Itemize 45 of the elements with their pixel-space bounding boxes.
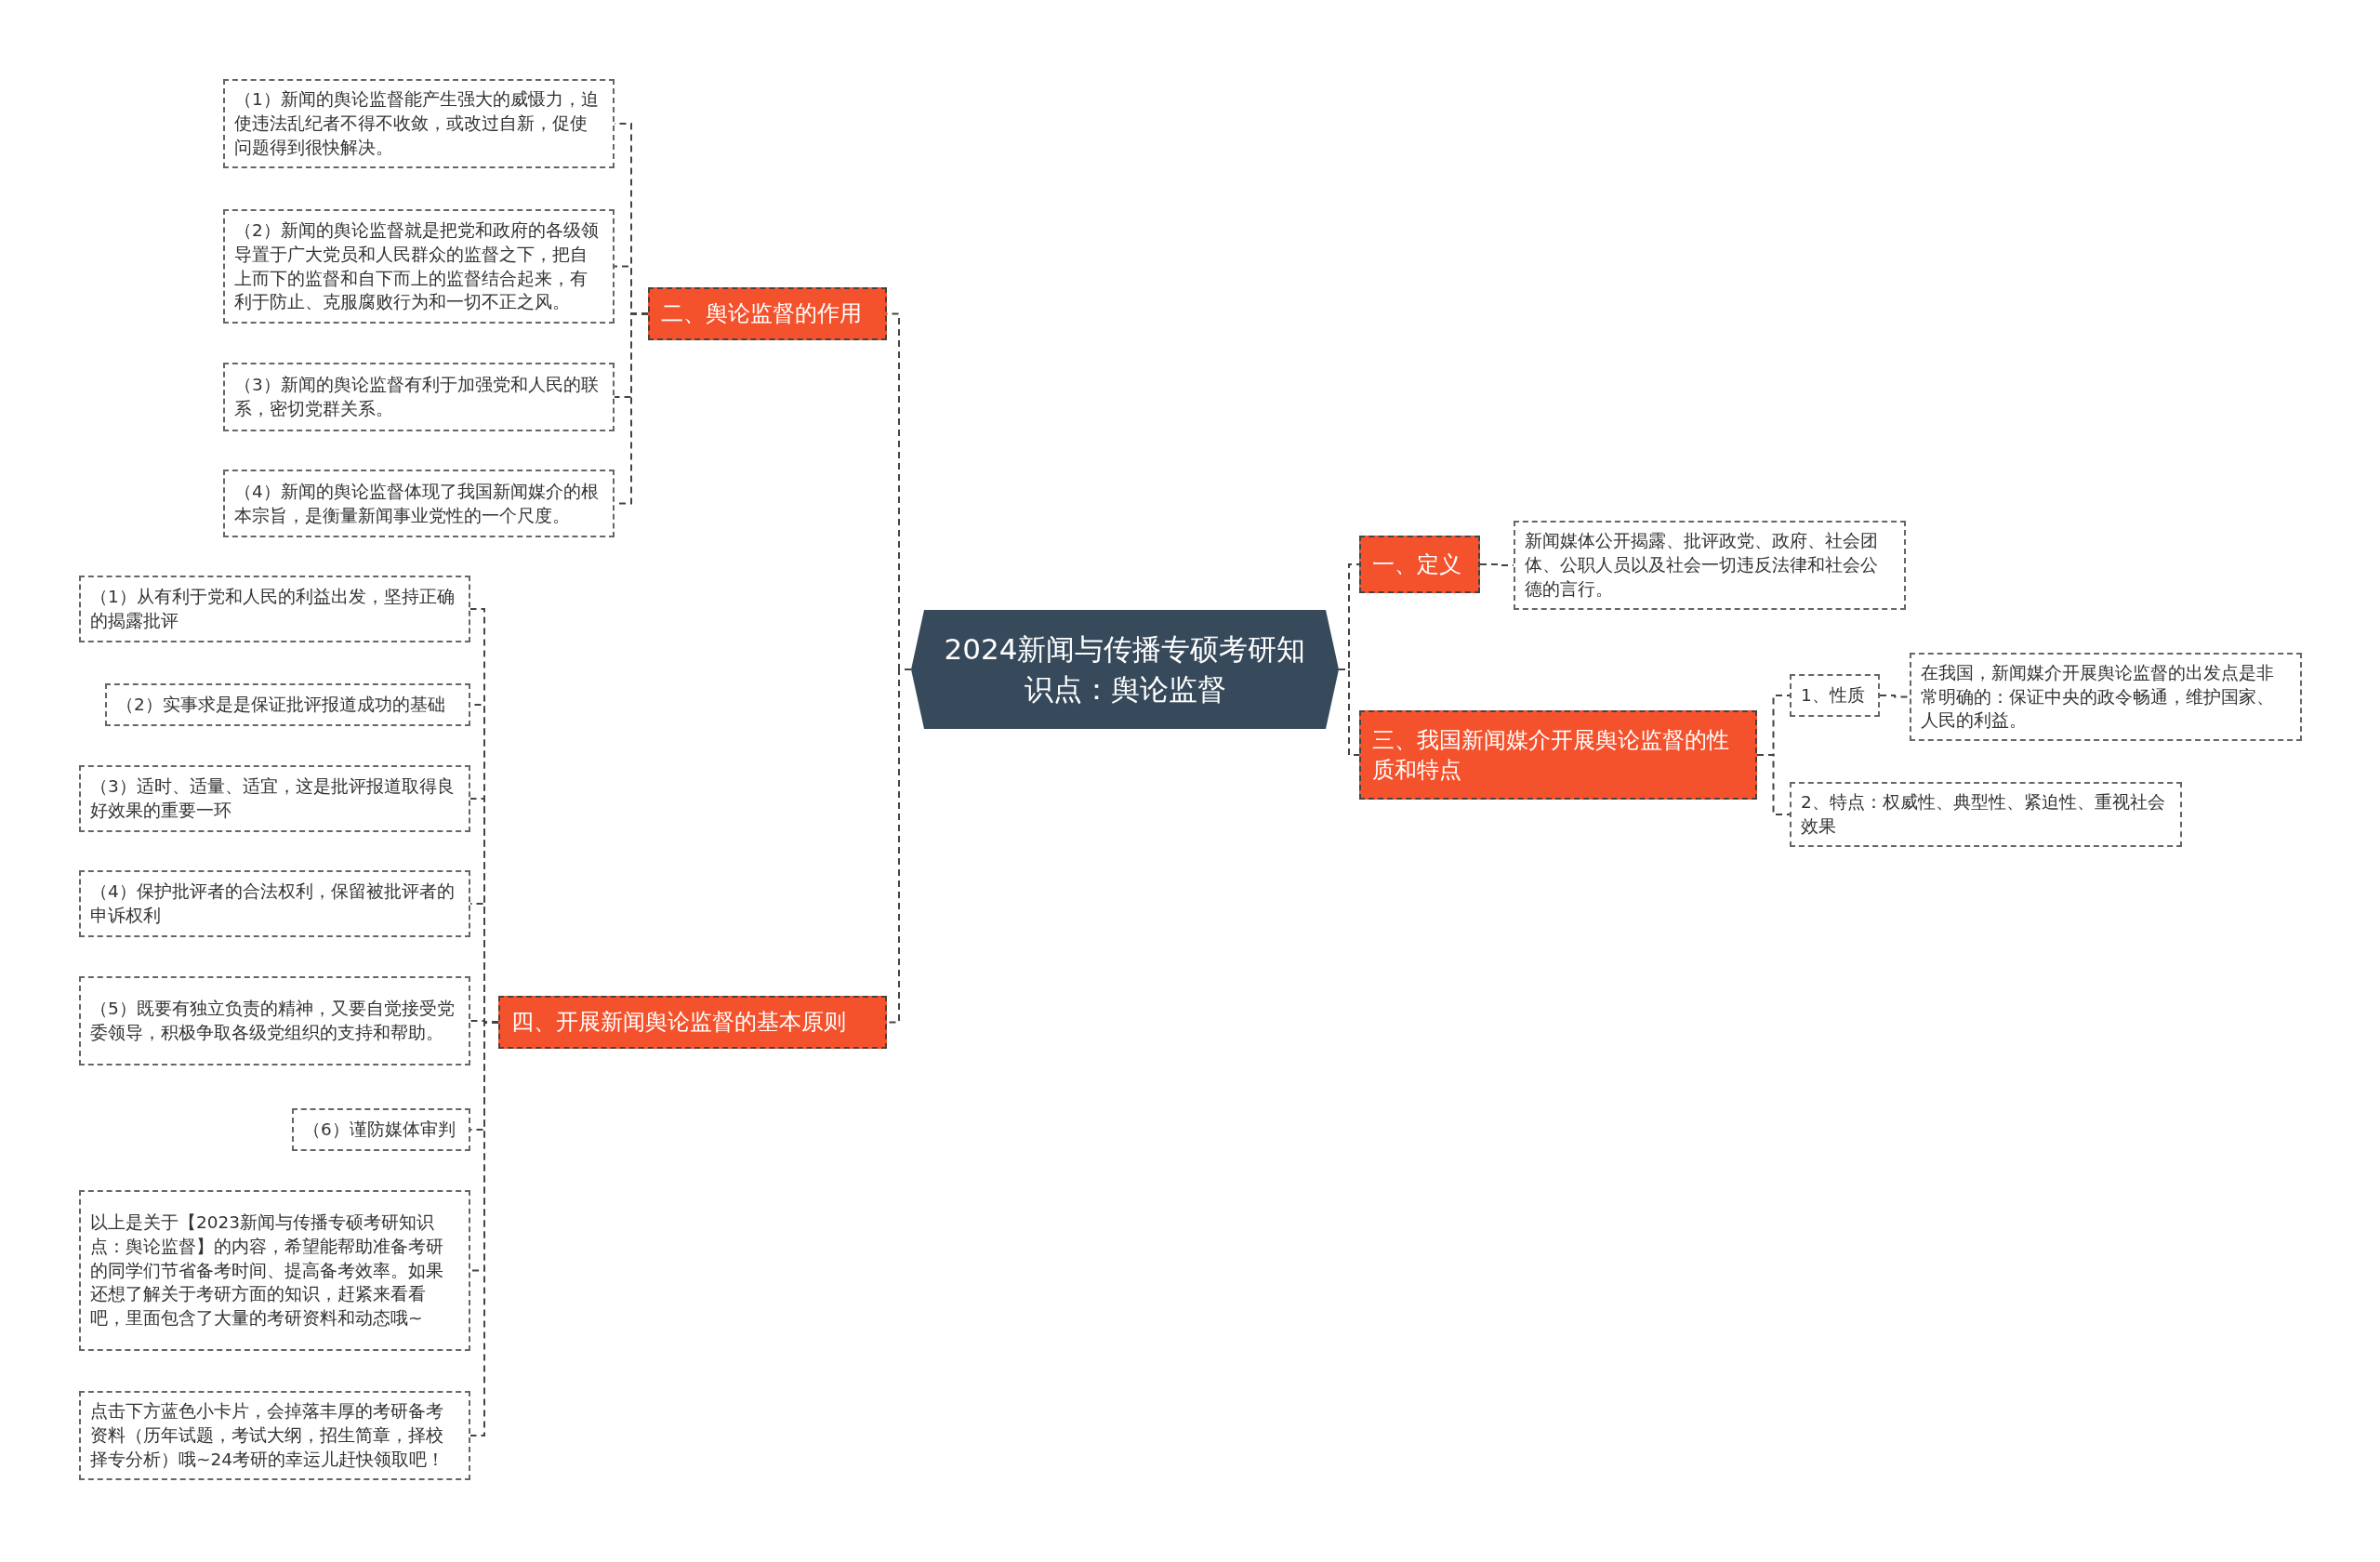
topic-text: （1）从有利于党和人民的利益出发，坚持正确的揭露批评 <box>90 586 456 632</box>
branch-topic <box>1359 710 1757 800</box>
topic-text: （6）谨防媒体审判 <box>303 1119 456 1142</box>
central-topic <box>911 610 1339 729</box>
note-box <box>79 576 470 642</box>
topic-text: 1、性质 <box>1801 684 1865 708</box>
note-box <box>79 1391 470 1480</box>
note-box <box>79 870 470 937</box>
note-box <box>1910 653 2302 741</box>
topic-text: （5）既要有独立负责的精神，又要自觉接受党委领导，积极争取各级党组织的支持和帮助。 <box>90 998 456 1044</box>
topic-text: 二、舆论监督的作用 <box>661 299 862 329</box>
topic-text: （1）新闻的舆论监督能产生强大的威慑力，迫使违法乱纪者不得不收敛，或改过自新，促使问题得到很快解决。 <box>234 88 600 159</box>
topic-text: 以上是关于【2023新闻与传播专硕考研知识点：舆论监督】的内容，希望能帮助准备考研的同学们节省备考时间、提高备考效率。如果还想了解关于考研方面的知识，赶紧来看看吧，里面包含了大量的考研资料和动态哦~ <box>90 1211 444 1330</box>
topic-text: 一、定义 <box>1372 549 1461 579</box>
topic-text: 点击下方蓝色小卡片，会掉落丰厚的考研备考资料（历年试题，考试大纲，招生简章，择校择专分析）哦~24考研的幸运儿赶快领取吧！ <box>90 1400 446 1471</box>
topic-text: （2）实事求是是保证批评报道成功的基础 <box>116 694 445 717</box>
note-box <box>79 765 470 832</box>
note-box <box>105 683 470 726</box>
topic-text: 新闻媒体公开揭露、批评政党、政府、社会团体、公职人员以及社会一切违反法律和社会公德的言行。 <box>1525 530 1879 601</box>
topic-text: 在我国，新闻媒介开展舆论监督的出发点是非常明确的：保证中央的政令畅通，维护国家、人民的利益。 <box>1921 661 2275 733</box>
note-box <box>223 363 615 431</box>
branch-topic <box>498 996 887 1049</box>
topic-text: （3）新闻的舆论监督有利于加强党和人民的联系，密切党群关系。 <box>234 374 600 420</box>
connector-line <box>1338 668 1360 756</box>
topic-text: （4）保护批评者的合法权利，保留被批评者的申诉权利 <box>90 880 456 927</box>
connector-line <box>1756 754 1791 815</box>
topic-text: 2024新闻与传播专硕考研知识点：舆论监督 <box>943 630 1307 708</box>
connector-line <box>1879 695 1911 698</box>
topic-text: 2、特点：权威性、典型性、紧迫性、重视社会效果 <box>1801 791 2166 838</box>
note-box <box>1790 674 1880 717</box>
note-box <box>79 1190 470 1351</box>
topic-text: （2）新闻的舆论监督就是把党和政府的各级领导置于广大党员和人民群众的监督之下，把自上而下的监督和自下而上的监督结合起来，有利于防止、克服腐败行为和一切不正之风。 <box>234 218 600 314</box>
note-box <box>223 79 615 168</box>
note-box <box>223 470 615 537</box>
topic-text: 四、开展新闻舆论监督的基本原则 <box>511 1008 846 1038</box>
note-box <box>79 976 470 1066</box>
topic-text: 三、我国新闻媒介开展舆论监督的性质和特点 <box>1372 725 1730 785</box>
note-box <box>292 1108 470 1151</box>
topic-text: （4）新闻的舆论监督体现了我国新闻媒介的根本宗旨，是衡量新闻事业党性的一个尺度。 <box>234 480 600 527</box>
topic-text: （3）适时、适量、适宜，这是批评报道取得良好效果的重要一环 <box>90 775 456 822</box>
branch-topic <box>1359 536 1480 593</box>
branch-topic <box>648 287 887 340</box>
note-box <box>1790 782 2182 847</box>
note-box <box>223 209 615 324</box>
note-box <box>1514 521 1906 610</box>
